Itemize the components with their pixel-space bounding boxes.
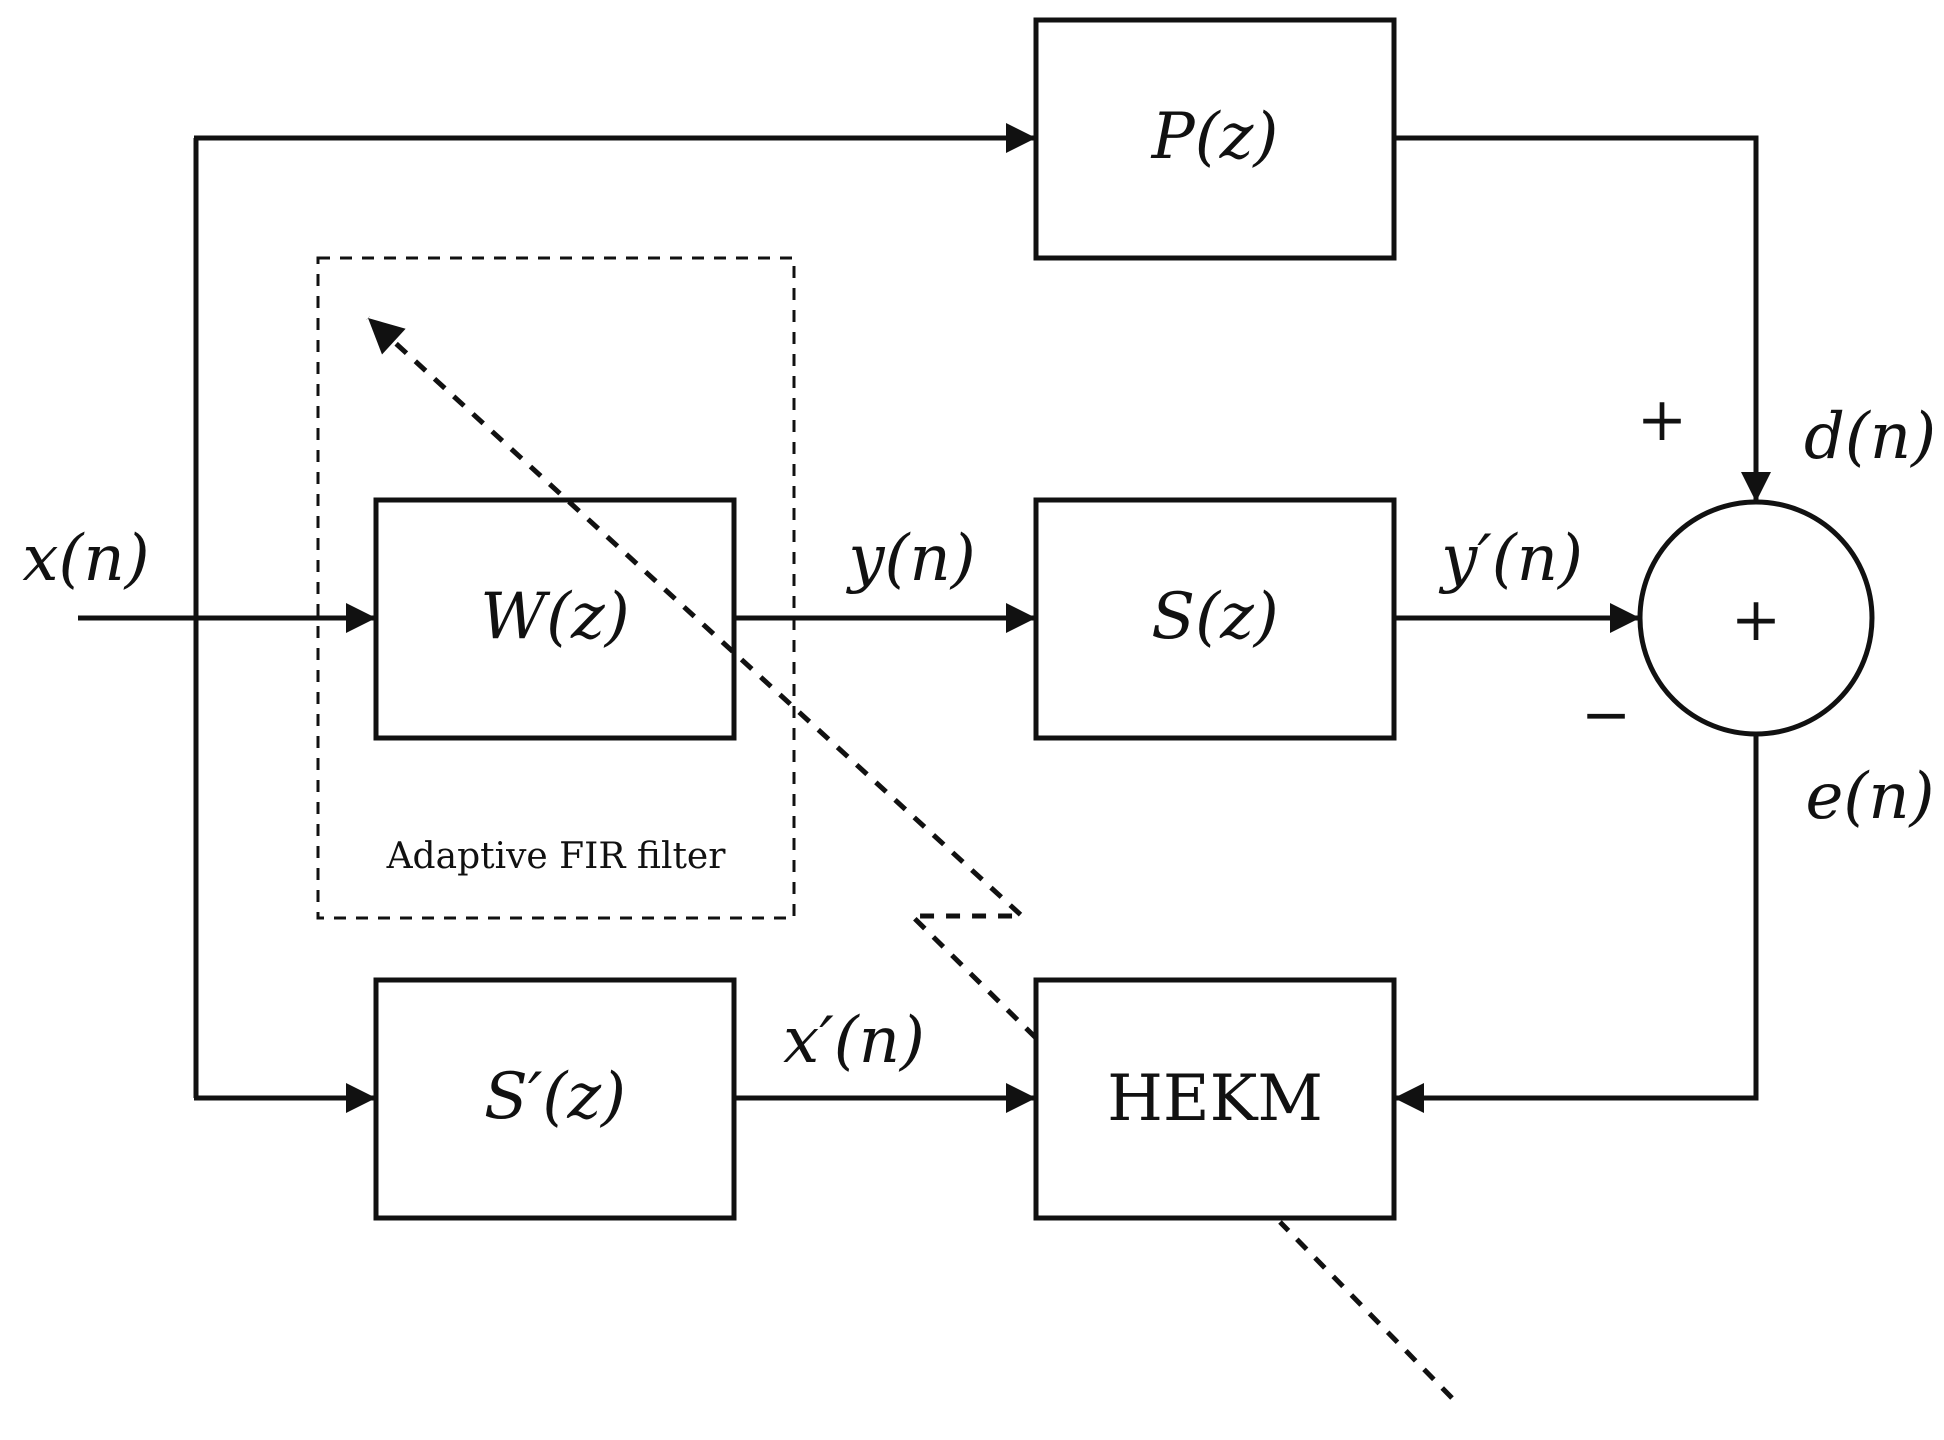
adaptive-filter-label: W(z) xyxy=(480,580,629,654)
secondary-path-block: S(z) xyxy=(1033,497,1397,741)
desired-signal-label: d(n) xyxy=(1804,400,1936,474)
secondary-path-estimate-label: S′(z) xyxy=(484,1060,626,1134)
secondary-path-label: S(z) xyxy=(1151,580,1279,654)
primary-path-block: P(z) xyxy=(1033,17,1397,261)
summing-junction-symbol: + xyxy=(1731,585,1781,655)
filter-output-label: y(n) xyxy=(845,522,975,596)
error-signal-wire xyxy=(1394,734,1759,1113)
secondary-path-estimate-block: S′(z) xyxy=(373,977,737,1221)
adaptive-filter-region xyxy=(316,256,796,920)
minus-sign: − xyxy=(1581,680,1631,750)
adaptive-filter-caption: Adaptive FIR filter xyxy=(386,836,727,877)
adaptation-arrow xyxy=(368,318,1454,1400)
adaptive-filter-block: W(z) xyxy=(373,497,737,741)
filtered-reference-label: x′(n) xyxy=(783,1004,925,1078)
hekm-block: HEKM xyxy=(1033,977,1397,1221)
error-signal-label: e(n) xyxy=(1805,760,1934,834)
primary-path-label: P(z) xyxy=(1151,100,1279,174)
desired-signal-wire xyxy=(1394,135,1771,502)
summing-junction: + xyxy=(1637,499,1875,737)
plus-sign: + xyxy=(1637,385,1687,455)
secondary-output-label: y′(n) xyxy=(1438,522,1583,596)
reference-input-label: x(n) xyxy=(22,522,149,596)
hekm-label: HEKM xyxy=(1107,1062,1323,1136)
